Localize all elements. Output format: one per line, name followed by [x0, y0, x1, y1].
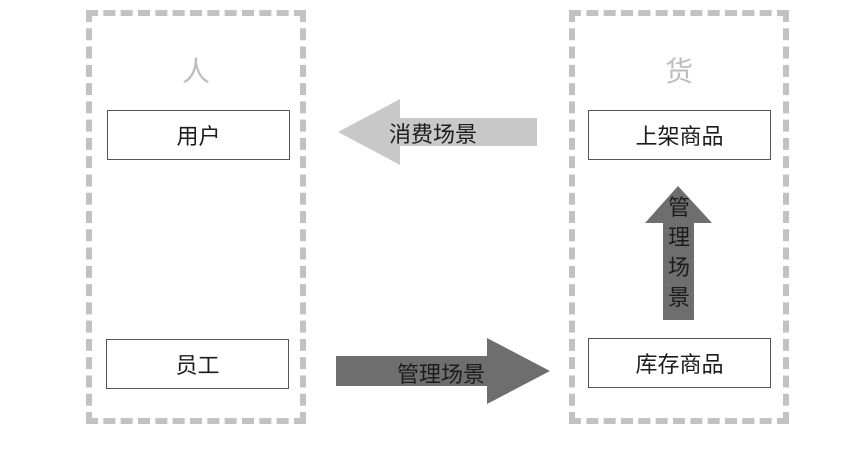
management-label-char: 景 [667, 286, 690, 311]
user-node: 用户 [107, 110, 290, 160]
management-label-char: 场 [667, 256, 690, 281]
listed-goods-node: 上架商品 [588, 110, 771, 160]
management-arrow-horizontal [336, 338, 550, 404]
goods-group: 货 [569, 10, 789, 424]
management-label-vertical: 管 理 场 景 [667, 194, 691, 314]
people-group-title: 人 [181, 55, 210, 88]
consumption-label: 消费场景 [389, 123, 478, 148]
management-label-char: 理 [667, 226, 690, 251]
employee-node: 员工 [106, 339, 289, 389]
management-arrow-vertical [645, 186, 712, 320]
consumption-arrow [338, 99, 537, 165]
stock-goods-node: 库存商品 [588, 338, 771, 388]
management-label-horizontal: 管理场景 [397, 363, 486, 388]
goods-group-title: 货 [664, 55, 693, 88]
people-group: 人 [86, 10, 306, 424]
management-label-char: 管 [667, 196, 690, 221]
